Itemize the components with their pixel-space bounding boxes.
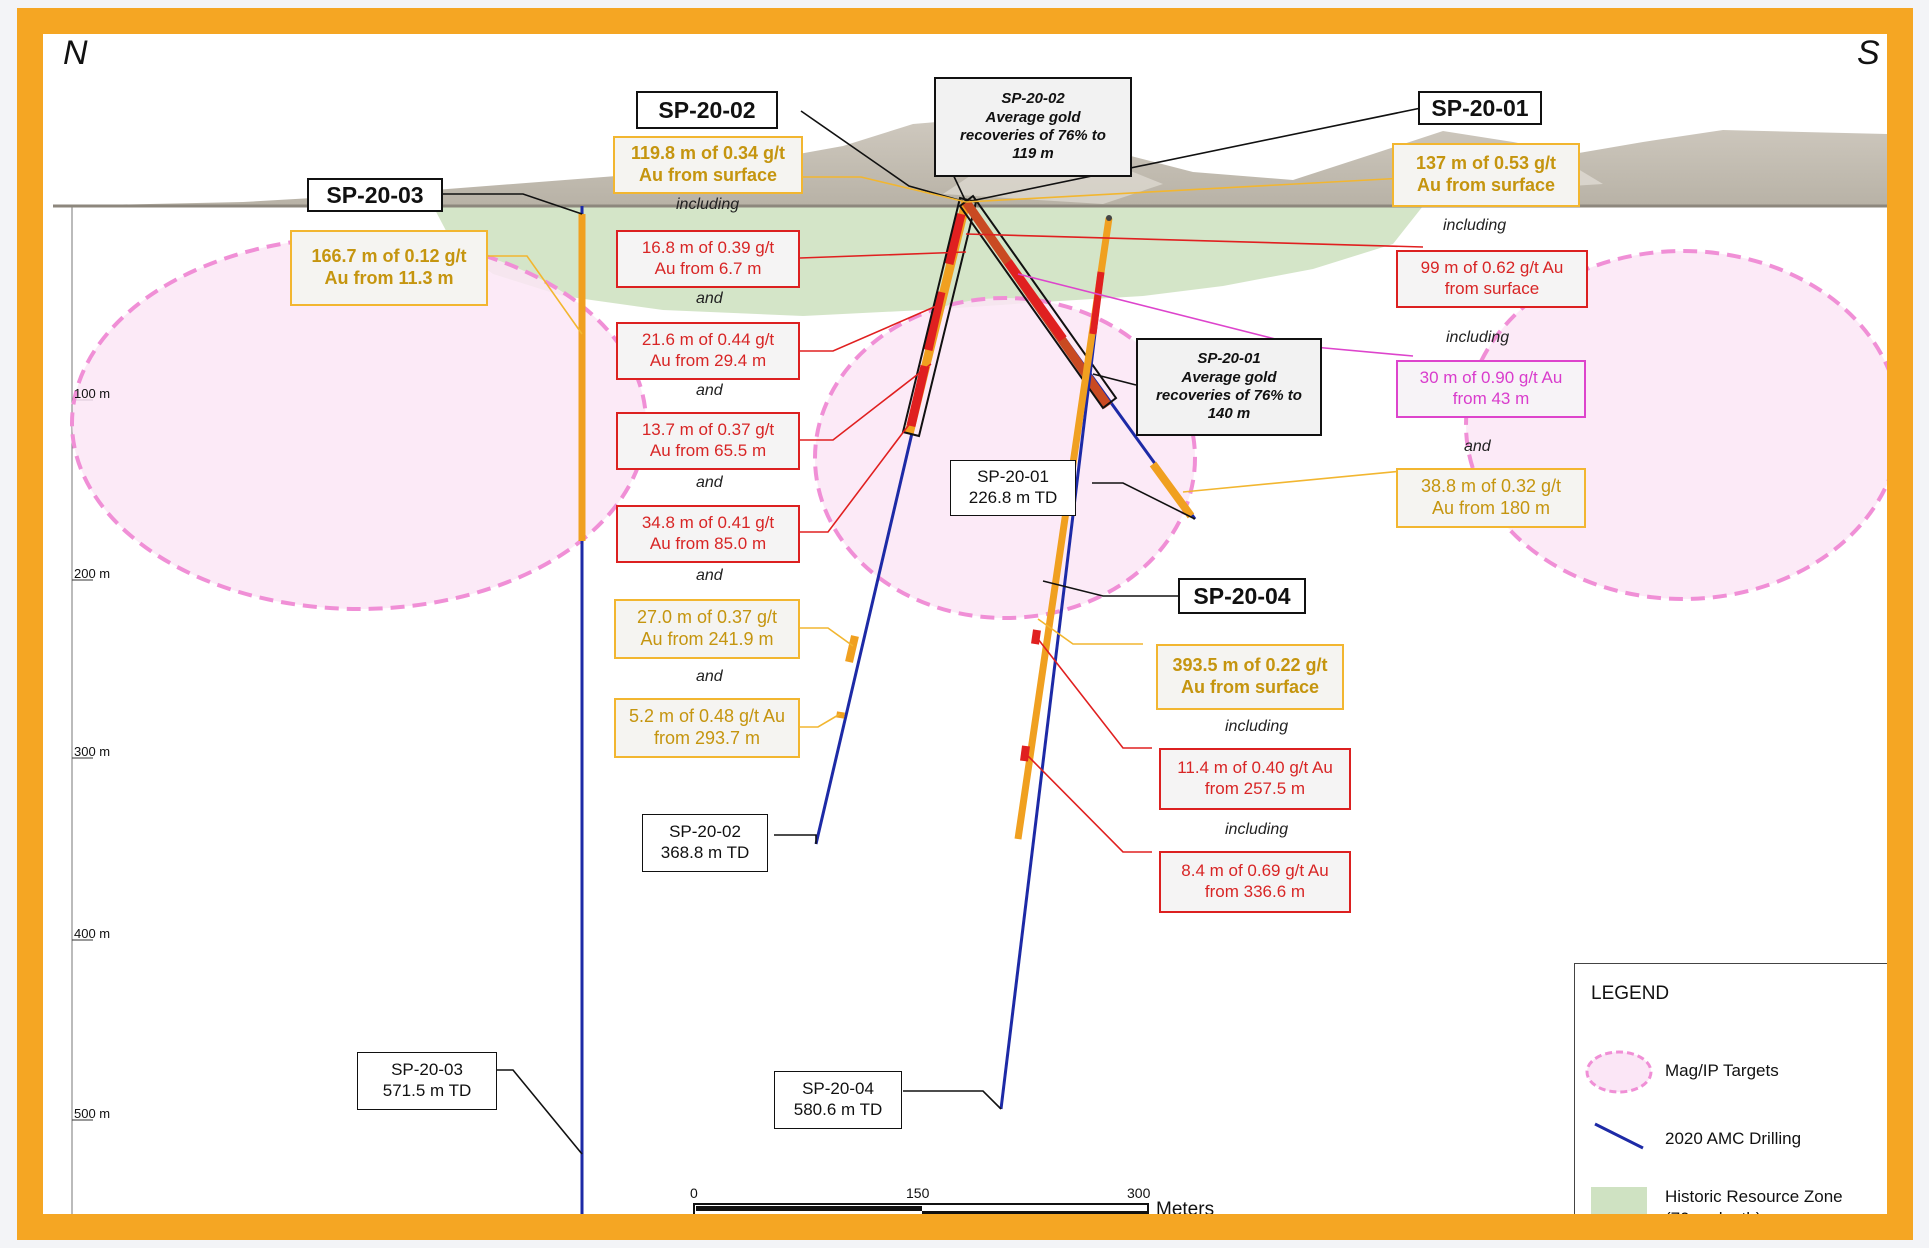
high-grade-interval — [1004, 259, 1067, 342]
scale-label-0: 0 — [690, 1185, 698, 1201]
hole-title-sp-20-04: SP-20-04 — [1178, 578, 1306, 614]
intercept-sp2002-d: 34.8 m of 0.41 g/t Au from 85.0 m — [616, 505, 800, 563]
connector-including: including — [1225, 821, 1289, 838]
recovery-highlight-box — [958, 194, 1118, 410]
legend-target-ellipse — [1585, 1050, 1653, 1094]
connector-including: including — [676, 196, 740, 213]
high-grade-interval — [1020, 745, 1030, 762]
depth-label-500: 500 m — [74, 1106, 111, 1121]
hole-title-sp-20-03: SP-20-03 — [307, 178, 443, 212]
intercept-sp2003-main: 166.7 m of 0.12 g/t Au from 11.3 m — [290, 230, 488, 306]
scale-label-150: 150 — [906, 1185, 930, 1201]
connector-and: and — [696, 382, 723, 399]
hole-title-sp-20-02: SP-20-02 — [636, 91, 778, 129]
leader-sp2002-d — [800, 413, 918, 533]
recovery-note-sp-20-02: SP-20-02 Average gold recoveries of 76% … — [934, 77, 1132, 177]
leader-sp2003-title — [442, 193, 583, 215]
connector-and: and — [696, 290, 723, 307]
leader-sp2001-title — [965, 107, 1422, 203]
recovery-note-sp-20-01: SP-20-01 Average gold recoveries of 76% … — [1136, 338, 1322, 436]
leader-sp2002-f — [800, 713, 841, 728]
figure-frame: N S 100 m 200 m 300 m 400 m 500 m SP-20-… — [17, 8, 1913, 1240]
leader-sp2003-td — [488, 1069, 583, 1155]
leader-sp2001-td — [1092, 482, 1196, 520]
leader-sp2001-recovery — [1092, 373, 1137, 386]
intercept-sp2002-e: 27.0 m of 0.37 g/t Au from 241.9 m — [614, 599, 800, 659]
collar — [1106, 215, 1112, 221]
connector-and: and — [696, 567, 723, 584]
legend-targets-label: Mag/IP Targets — [1665, 1061, 1779, 1080]
legend-target-swatch — [1585, 1050, 1653, 1094]
scale-unit-label: Meters — [1156, 1199, 1215, 1220]
leader-sp2004-td — [903, 1090, 1002, 1110]
intercept-sp2001-a: 99 m of 0.62 g/t Au from surface — [1396, 250, 1588, 308]
intercept-sp2002-f: 5.2 m of 0.48 g/t Au from 293.7 m — [614, 698, 800, 758]
high-grade-interval — [944, 212, 966, 266]
td-sp-20-01: SP-20-01 226.8 m TD — [950, 460, 1076, 516]
leader-sp2002-main — [800, 176, 967, 203]
intercept-sp2004-main: 393.5 m of 0.22 g/t Au from surface — [1156, 644, 1344, 710]
leader-sp2004-title — [1042, 580, 1178, 597]
td-sp-20-03: SP-20-03 571.5 m TD — [357, 1052, 497, 1110]
leader-sp2001-c — [1182, 469, 1414, 493]
legend-drilling-swatch — [1594, 1122, 1644, 1150]
drillhole-sp-20-04 — [999, 215, 1113, 1110]
intercept-sp2001-main: 137 m of 0.53 g/t Au from surface — [1392, 143, 1580, 207]
connector-and: and — [696, 474, 723, 491]
connector-including: including — [1225, 718, 1289, 735]
mag-ip-target-central — [813, 296, 1197, 620]
intercept-sp2004-b: 8.4 m of 0.69 g/t Au from 336.6 m — [1159, 851, 1351, 913]
high-grade-interval — [1089, 271, 1105, 335]
connector-including: including — [1446, 329, 1510, 346]
depth-label-200: 200 m — [74, 566, 111, 581]
intercept-sp2002-c: 13.7 m of 0.37 g/t Au from 65.5 m — [616, 412, 800, 470]
legend-title: LEGEND — [1591, 983, 1670, 1004]
intercept-sp2002-main: 119.8 m of 0.34 g/t Au from surface — [613, 136, 803, 194]
drill-trace — [999, 217, 1111, 1110]
leader-sp2002-b — [800, 303, 942, 352]
legend-historic-label: Historic Resource Zone (70 m depth) — [1665, 1187, 1843, 1229]
intercept-sp2001-b: 30 m of 0.90 g/t Au from 43 m — [1396, 360, 1586, 418]
high-grade-interval — [906, 364, 930, 428]
depth-label-300: 300 m — [74, 744, 111, 759]
td-sp-20-04: SP-20-04 580.6 m TD — [774, 1071, 902, 1129]
intercept-sp2002-a: 16.8 m of 0.39 g/t Au from 6.7 m — [616, 230, 800, 288]
high-grade-interval — [1031, 629, 1041, 645]
scale-bar — [693, 1203, 1149, 1214]
north-label: N — [63, 34, 88, 72]
leader-sp2004-main — [1037, 618, 1143, 645]
scale-bar-segment — [696, 1206, 922, 1211]
scale-label-300: 300 — [1127, 1185, 1151, 1201]
scale-bar-segment — [922, 1211, 1147, 1214]
leader-sp2002-td — [774, 834, 817, 844]
intercept-sp2004-a: 11.4 m of 0.40 g/t Au from 257.5 m — [1159, 748, 1351, 810]
legend-historic-swatch — [1591, 1187, 1647, 1214]
legend-drilling-label: 2020 AMC Drilling — [1665, 1129, 1802, 1148]
depth-label-400: 400 m — [74, 926, 111, 941]
leader-sp2004-b — [1025, 753, 1152, 853]
drillhole-sp-20-02 — [814, 196, 978, 845]
mineralized-interval — [1149, 461, 1195, 519]
high-grade-interval — [923, 291, 946, 351]
mineralized-interval — [836, 711, 845, 719]
intercept-sp2001-c: 38.8 m of 0.32 g/t Au from 180 m — [1396, 468, 1586, 528]
connector-and: and — [1464, 438, 1491, 455]
leader-sp2004-a — [1037, 638, 1152, 749]
leader-sp2001-a — [965, 233, 1424, 248]
connector-and: and — [696, 668, 723, 685]
leader-sp2001-main — [965, 176, 1424, 203]
hole-title-sp-20-01: SP-20-01 — [1418, 91, 1542, 125]
mineralized-interval — [845, 635, 859, 663]
leader-sp2002-c — [800, 363, 932, 441]
intercept-sp2002-b: 21.6 m of 0.44 g/t Au from 29.4 m — [616, 322, 800, 380]
leader-sp2002-a — [799, 251, 967, 259]
leader-sp2002-e — [800, 627, 854, 647]
legend-drill-line — [1594, 1122, 1644, 1150]
depth-label-100: 100 m — [74, 386, 111, 401]
legend: LEGEND Mag/IP Targets 2020 AMC Drilling … — [1574, 963, 1887, 1229]
td-sp-20-02: SP-20-02 368.8 m TD — [642, 814, 768, 872]
south-label: S — [1857, 34, 1880, 72]
connector-including: including — [1443, 217, 1507, 234]
